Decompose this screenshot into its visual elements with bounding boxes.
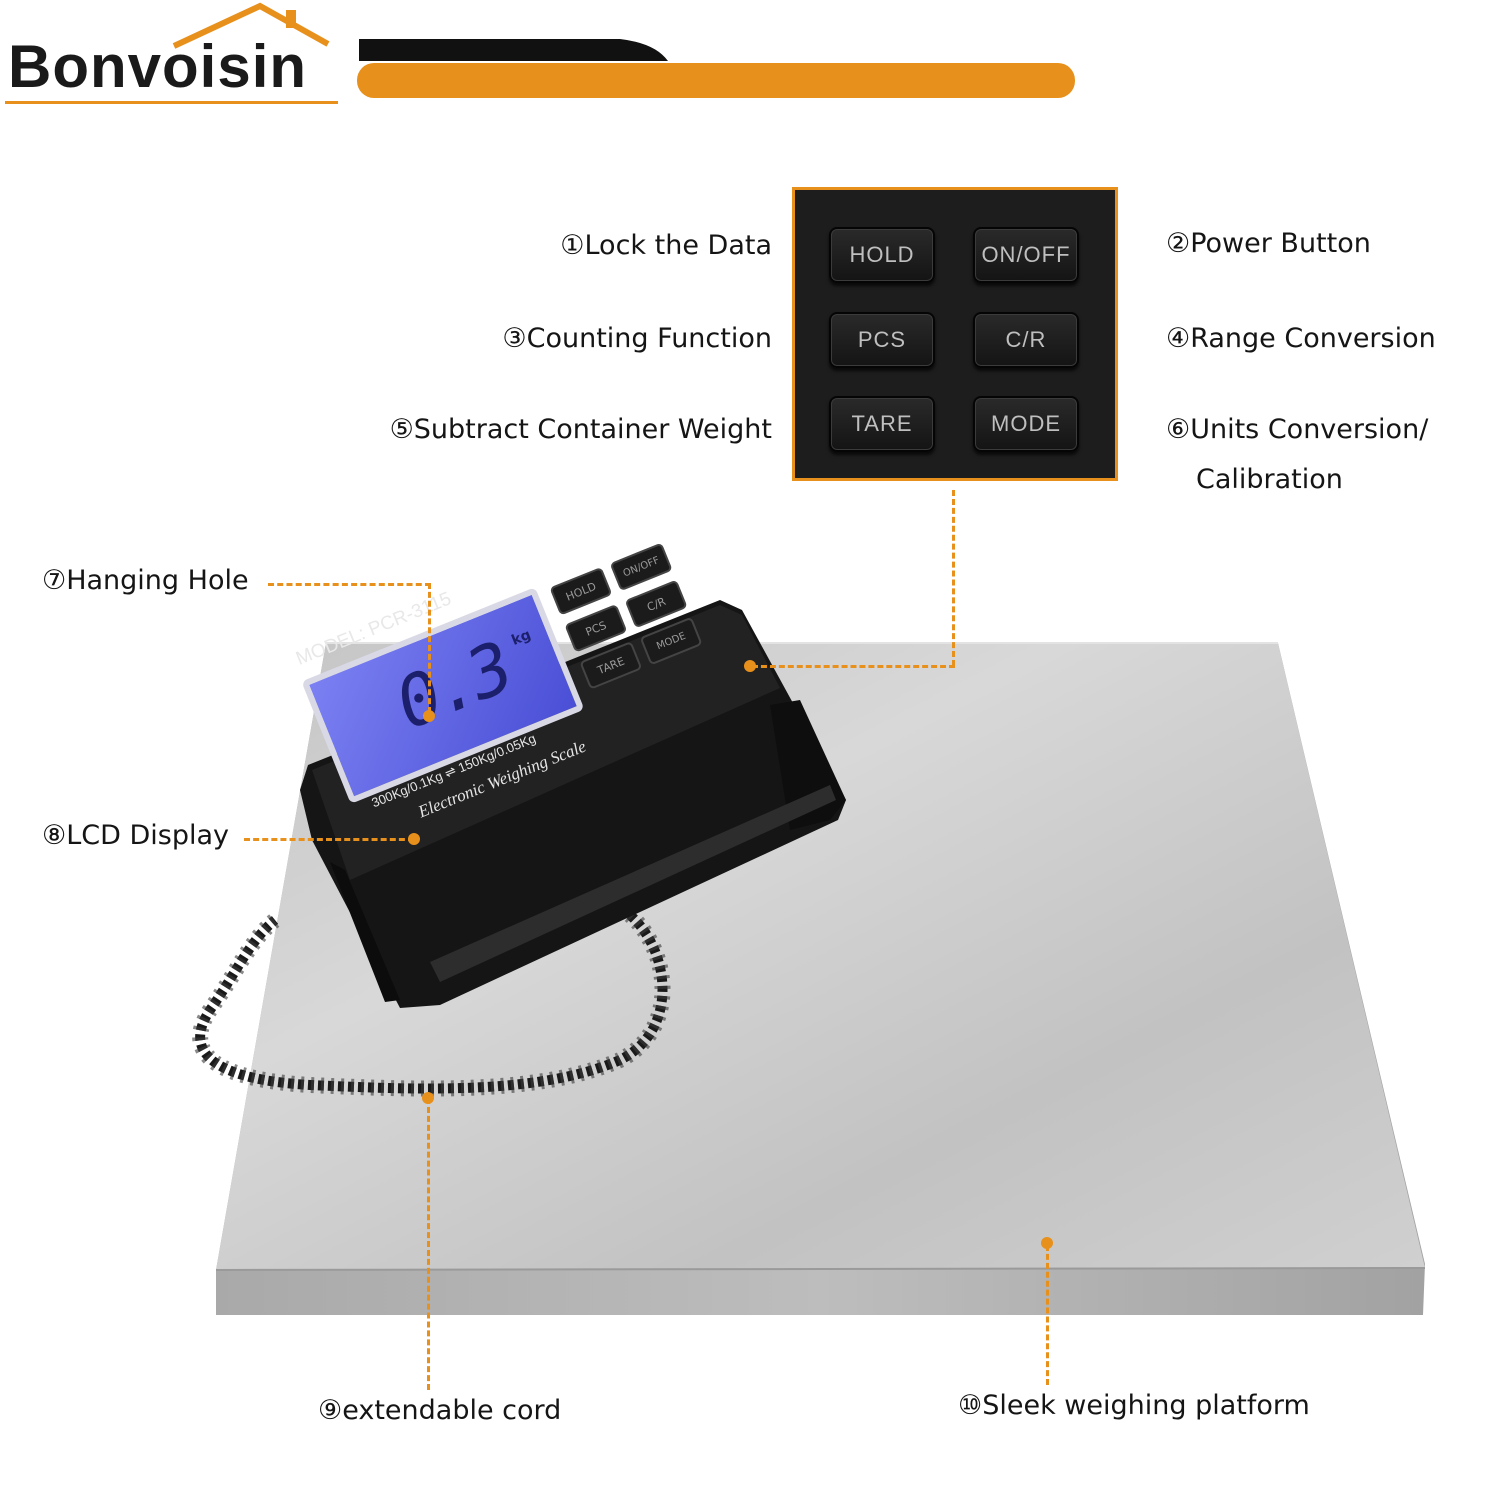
keypad-closeup: HOLD ON/OFF PCS C/R TARE MODE bbox=[792, 187, 1118, 481]
brand-underline bbox=[5, 101, 338, 104]
leader-hanging-hole-horizontal bbox=[268, 583, 431, 586]
callout-dot-platform bbox=[1041, 1237, 1053, 1249]
header-swoosh bbox=[357, 39, 1075, 98]
indicator-mode-button[interactable]: MODE bbox=[639, 616, 703, 666]
label-subtract-container: ⑤Subtract Container Weight bbox=[389, 414, 772, 445]
indicator-tare-button[interactable]: TARE bbox=[579, 640, 643, 690]
on-off-key[interactable]: ON/OFF bbox=[973, 227, 1079, 283]
label-extendable-cord: ⑨extendable cord bbox=[318, 1395, 562, 1426]
lcd-unit: kg bbox=[509, 626, 534, 649]
label-hanging-hole: ⑦Hanging Hole bbox=[42, 565, 249, 596]
label-weighing-platform: ⑩Sleek weighing platform bbox=[958, 1390, 1310, 1421]
leader-keypad-horizontal bbox=[752, 665, 955, 668]
label-units-conversion: ⑥Units Conversion/ bbox=[1166, 414, 1429, 445]
leader-hanging-hole-vertical bbox=[428, 583, 431, 713]
leader-keypad-vertical bbox=[952, 490, 955, 666]
callout-dot-hanging-hole bbox=[423, 710, 435, 722]
house-roof-icon bbox=[172, 2, 330, 49]
indicator-unit bbox=[300, 600, 846, 1008]
leader-lcd-display bbox=[244, 838, 414, 841]
pcs-key[interactable]: PCS bbox=[829, 312, 935, 368]
callout-dot-lcd bbox=[408, 833, 420, 845]
lcd-reading: 0.3 bbox=[384, 626, 522, 746]
label-calibration: Calibration bbox=[1196, 464, 1343, 495]
label-range-conversion: ④Range Conversion bbox=[1166, 323, 1436, 354]
label-power-button: ②Power Button bbox=[1166, 228, 1371, 259]
label-lock-data: ①Lock the Data bbox=[560, 230, 772, 261]
tare-key[interactable]: TARE bbox=[829, 396, 935, 452]
callout-dot-cord bbox=[422, 1092, 434, 1104]
coiled-cord bbox=[192, 908, 671, 1097]
label-counting-function: ③Counting Function bbox=[502, 323, 772, 354]
c-r-key[interactable]: C/R bbox=[973, 312, 1079, 368]
callout-dot-keypad bbox=[744, 660, 756, 672]
leader-cord bbox=[427, 1098, 430, 1390]
label-lcd-display: ⑧LCD Display bbox=[42, 820, 229, 851]
leader-platform bbox=[1046, 1245, 1049, 1385]
brand-logo: Bonvoisin bbox=[8, 33, 308, 100]
mode-key[interactable]: MODE bbox=[973, 396, 1079, 452]
brand-header: Bonvoisin bbox=[0, 0, 1100, 110]
hold-key[interactable]: HOLD bbox=[829, 227, 935, 283]
